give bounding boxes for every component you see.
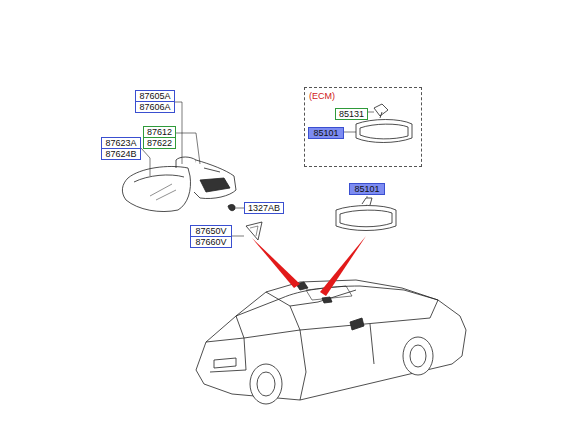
part-number: 87612 xyxy=(146,127,173,137)
part-number: 85101 xyxy=(352,184,382,194)
part-number-box: 87660V xyxy=(190,236,232,248)
part-number: 87606A xyxy=(138,102,172,112)
part-number-box: 87624B xyxy=(101,148,141,160)
part-number-box: 87622 xyxy=(143,137,176,149)
part-number: 85101 xyxy=(311,128,341,138)
part-number-box: 85101 xyxy=(349,183,385,195)
part-number: 87650V xyxy=(193,226,229,236)
part-number: 87623A xyxy=(104,138,138,148)
group-heading: (ECM) xyxy=(309,91,417,101)
part-number: 87605A xyxy=(138,91,172,101)
part-number-box: 1327AB xyxy=(244,202,284,214)
ecm-group-box: (ECM) 85131 85101 xyxy=(304,87,422,167)
part-number-box: 87606A xyxy=(135,101,175,113)
part-number-box: 85101 xyxy=(308,127,344,139)
part-number: 1327AB xyxy=(247,203,281,213)
part-number-box: 85131 xyxy=(335,108,368,120)
part-number: 85131 xyxy=(338,109,365,119)
part-number: 87660V xyxy=(193,237,229,247)
part-number: 87622 xyxy=(146,138,173,148)
part-number: 87624B xyxy=(104,149,138,159)
